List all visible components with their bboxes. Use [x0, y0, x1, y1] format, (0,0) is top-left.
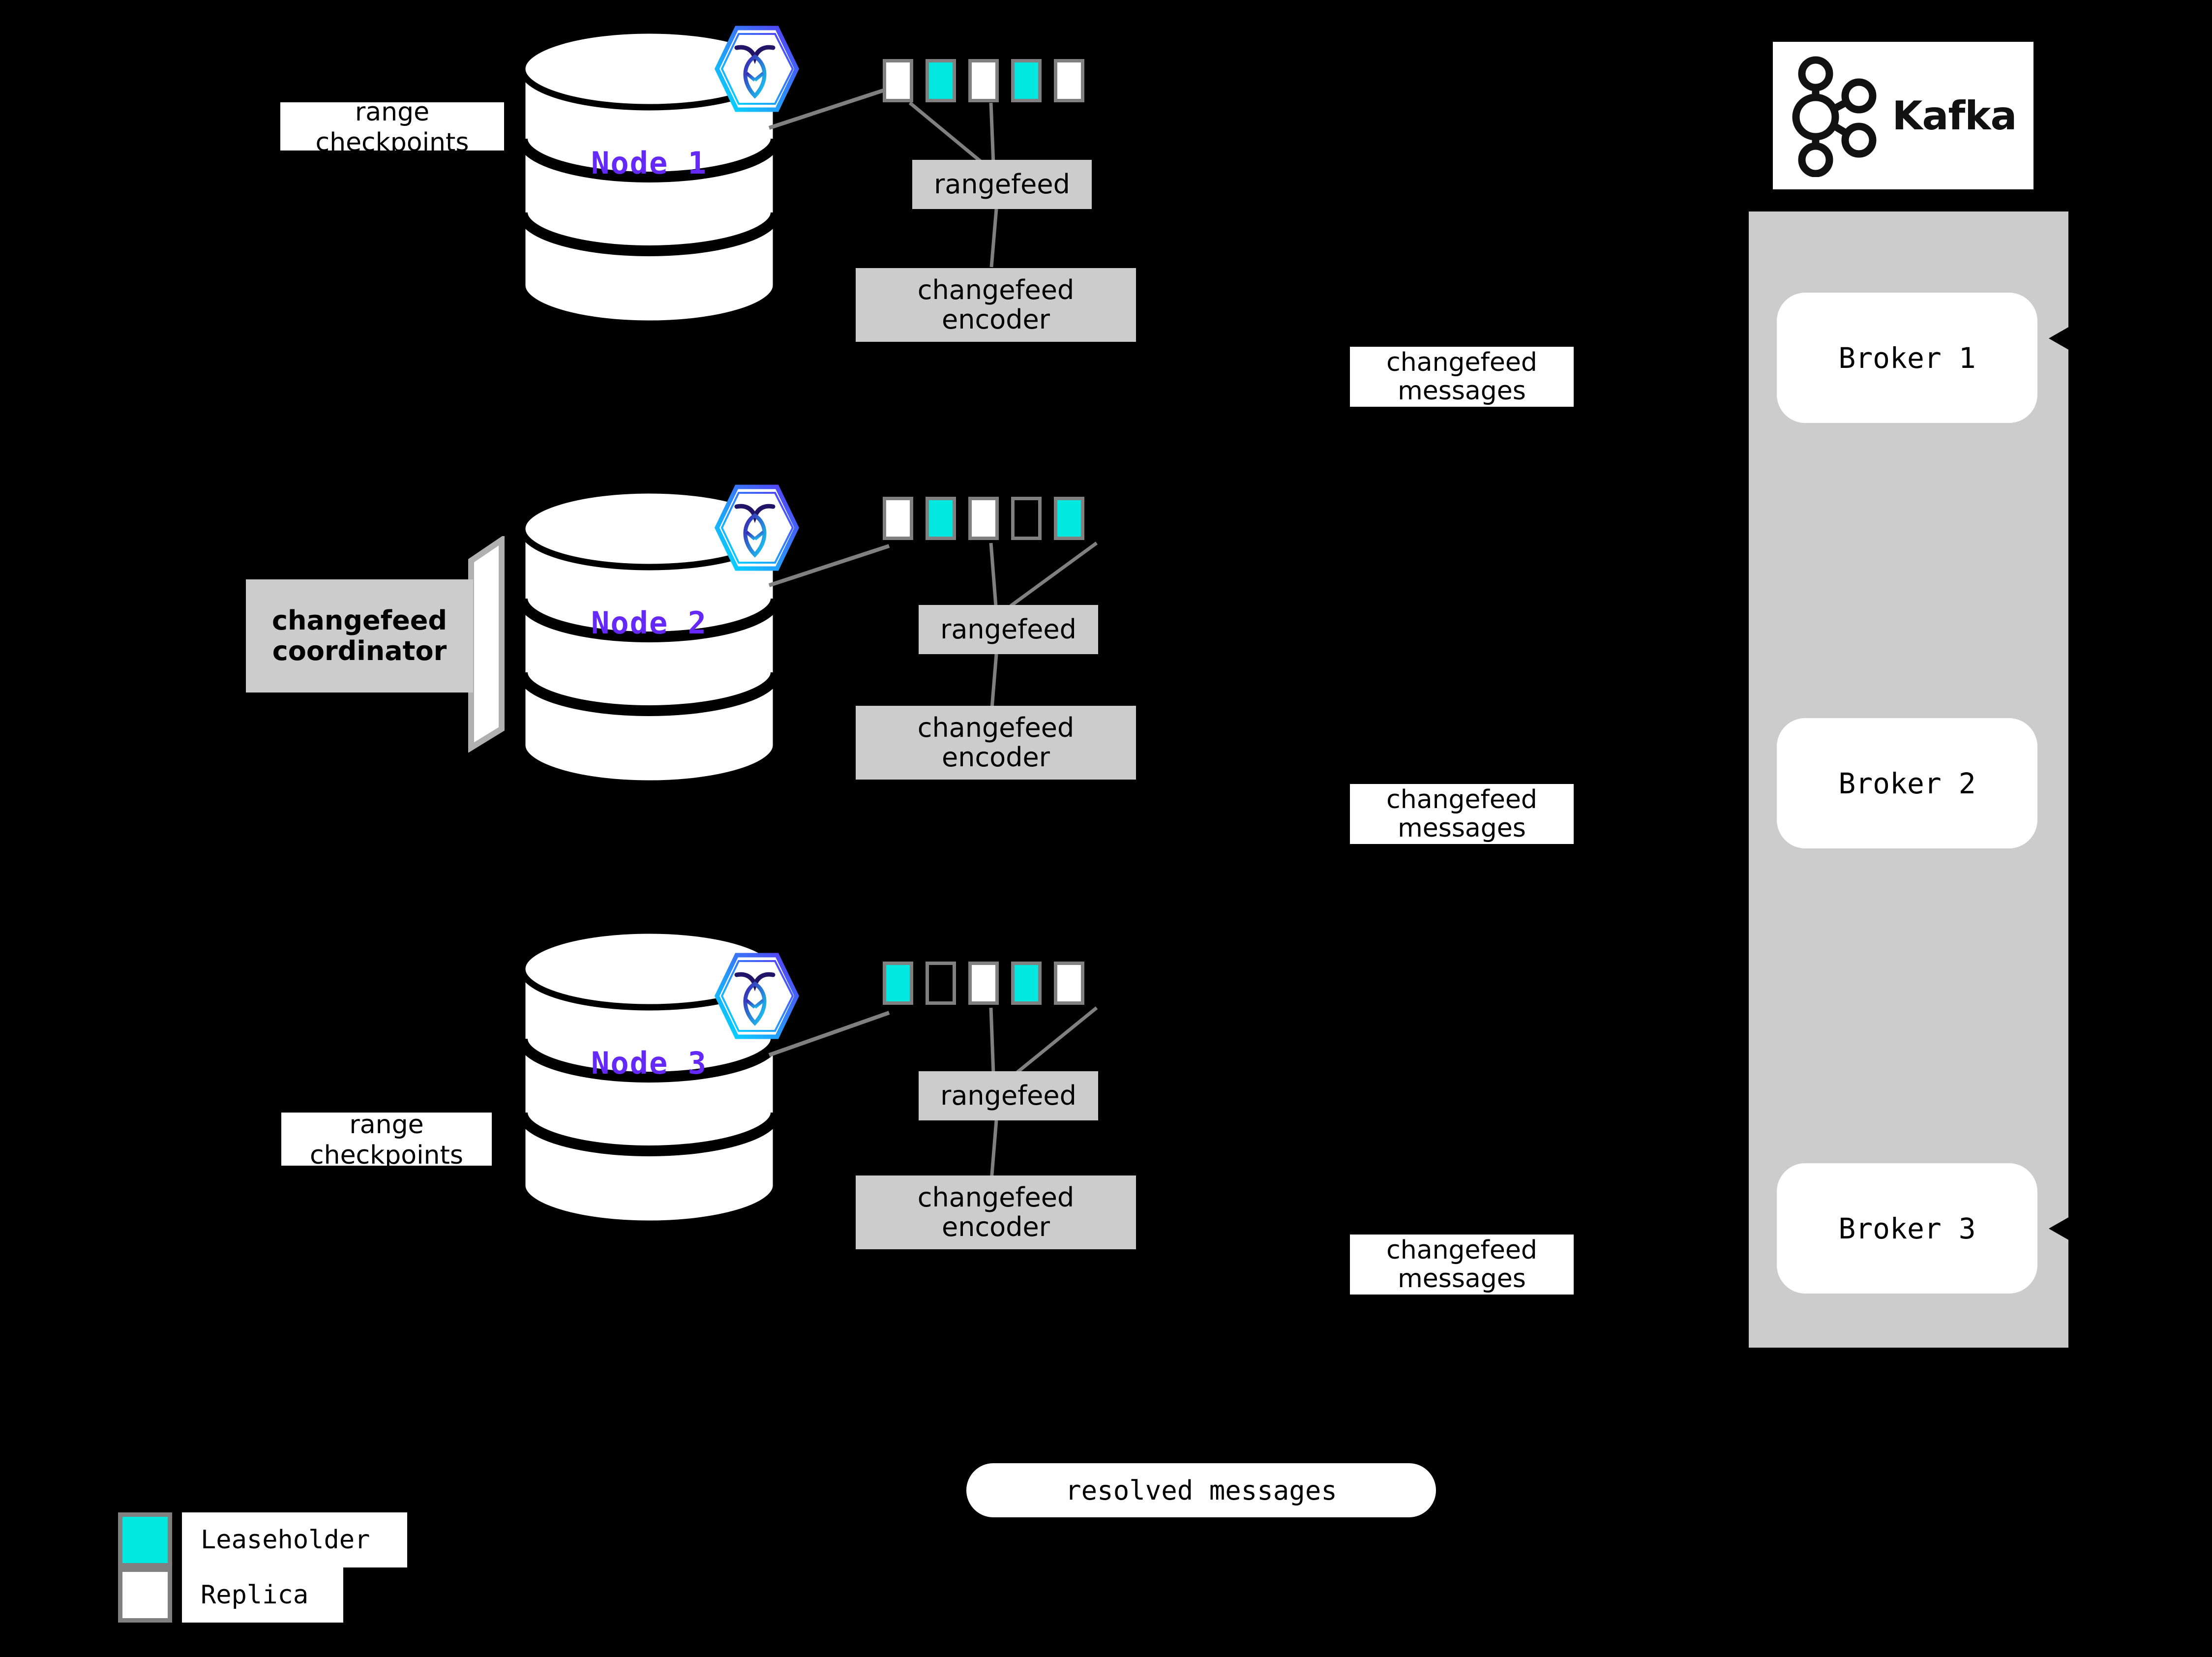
- encoder-line1: changefeed: [917, 274, 1075, 305]
- encoder-line2: encoder: [942, 742, 1050, 773]
- legend-label-leaseholder: Leaseholder: [182, 1512, 407, 1567]
- node-1-range-checkpoints-label: range checkpoints: [280, 98, 504, 157]
- range-replica: [968, 497, 999, 540]
- node-1-cylinder: Node 1: [516, 30, 782, 330]
- node-3-encoder-connector: [989, 1120, 998, 1181]
- range-replica: [1054, 59, 1084, 102]
- node-2-changefeed-encoder-box: changefeed encoder: [856, 706, 1136, 780]
- node-2-range-connector: [768, 544, 890, 587]
- node-3-label: Node 3: [591, 1045, 707, 1081]
- cockroachdb-hexagon-icon: [708, 22, 802, 118]
- kafka-logo-icon: [1792, 56, 1877, 177]
- node-1-changefeed-encoder-box: changefeed encoder: [856, 268, 1136, 342]
- node-3-changefeed-encoder-box: changefeed encoder: [856, 1175, 1136, 1249]
- resolved-messages-pill: resolved messages: [966, 1463, 1436, 1517]
- node-2-rangefeed-connectors: [989, 542, 1098, 607]
- range-replica: [883, 497, 913, 540]
- range-checkpoints-line1: range: [355, 97, 430, 127]
- kafka-wordmark: Kafka: [1892, 92, 2017, 139]
- messages-line1: changefeed: [1386, 784, 1537, 814]
- range-checkpoints-line2: checkpoints: [315, 128, 469, 157]
- broker-1-box[interactable]: Broker 1: [1777, 293, 2037, 423]
- node-1-rangefeed-connectors: [908, 101, 995, 165]
- node-1-rangefeed-box: rangefeed: [912, 160, 1092, 209]
- cockroachdb-hexagon-icon: [708, 481, 802, 576]
- broker-2-box[interactable]: Broker 2: [1777, 718, 2037, 848]
- range-replica: [968, 962, 999, 1005]
- node-1-label: Node 1: [591, 145, 707, 181]
- node-3-cylinder: Node 3: [516, 930, 782, 1230]
- messages-line1: changefeed: [1386, 347, 1537, 377]
- node-1-ranges: [883, 59, 1097, 102]
- broker-3-inbound-arrow-icon: [2049, 1217, 2069, 1240]
- range-leaseholder: [1011, 962, 1042, 1005]
- range-checkpoints-line2: checkpoints: [310, 1141, 463, 1170]
- node-3-ranges: [883, 962, 1097, 1005]
- node-3-range-checkpoints-label: range checkpoints: [281, 1110, 492, 1170]
- encoder-line2: encoder: [942, 304, 1050, 335]
- kafka-broker-panel: Broker 1 Broker 2 Broker 3: [1749, 211, 2068, 1348]
- range-replica: [883, 59, 913, 102]
- changefeed-coordinator-box: changefeed coordinator: [246, 579, 473, 693]
- range-leaseholder: [1054, 497, 1084, 540]
- broker-1-inbound-arrow-icon: [2049, 327, 2069, 350]
- messages-line2: messages: [1398, 813, 1526, 843]
- range-replica: [1054, 962, 1084, 1005]
- legend-label-replica: Replica: [182, 1567, 343, 1623]
- node-3-changefeed-messages-label: changefeed messages: [1350, 1235, 1574, 1295]
- cockroachdb-hexagon-icon: [708, 949, 802, 1045]
- kafka-logo-block: Kafka: [1773, 42, 2033, 189]
- range-empty: [1011, 497, 1042, 540]
- range-checkpoints-line1: range: [349, 1110, 424, 1140]
- node-3-range-connector: [768, 1011, 890, 1057]
- node-3-rangefeed-connectors: [989, 1006, 1098, 1075]
- node-1-changefeed-messages-label: changefeed messages: [1350, 347, 1574, 407]
- node-2-rangefeed-box: rangefeed: [919, 605, 1098, 654]
- coordinator-line1: changefeed: [271, 604, 447, 636]
- messages-line1: changefeed: [1386, 1235, 1537, 1265]
- node-2-ranges: [883, 497, 1097, 540]
- node-2-cylinder: Node 2: [516, 489, 782, 789]
- node-1-range-connector: [768, 87, 890, 130]
- range-replica: [968, 59, 999, 102]
- node-2-changefeed-messages-label: changefeed messages: [1350, 784, 1574, 844]
- node-3-rangefeed-box: rangefeed: [919, 1071, 1098, 1120]
- range-empty: [926, 962, 956, 1005]
- node-2-encoder-connector: [989, 654, 998, 715]
- messages-line2: messages: [1398, 376, 1526, 406]
- coordinator-line2: coordinator: [272, 635, 447, 666]
- encoder-line1: changefeed: [917, 1181, 1075, 1213]
- range-leaseholder: [1011, 59, 1042, 102]
- range-leaseholder: [926, 59, 956, 102]
- messages-line2: messages: [1398, 1264, 1526, 1294]
- range-leaseholder: [926, 497, 956, 540]
- node-2-label: Node 2: [591, 605, 707, 641]
- encoder-line2: encoder: [942, 1211, 1050, 1242]
- leaseholder-swatch: [118, 1512, 172, 1567]
- replica-swatch: [118, 1567, 172, 1623]
- node-1-encoder-connector: [989, 209, 998, 268]
- range-leaseholder: [883, 962, 913, 1005]
- broker-3-box[interactable]: Broker 3: [1777, 1163, 2037, 1294]
- encoder-line1: changefeed: [917, 712, 1075, 743]
